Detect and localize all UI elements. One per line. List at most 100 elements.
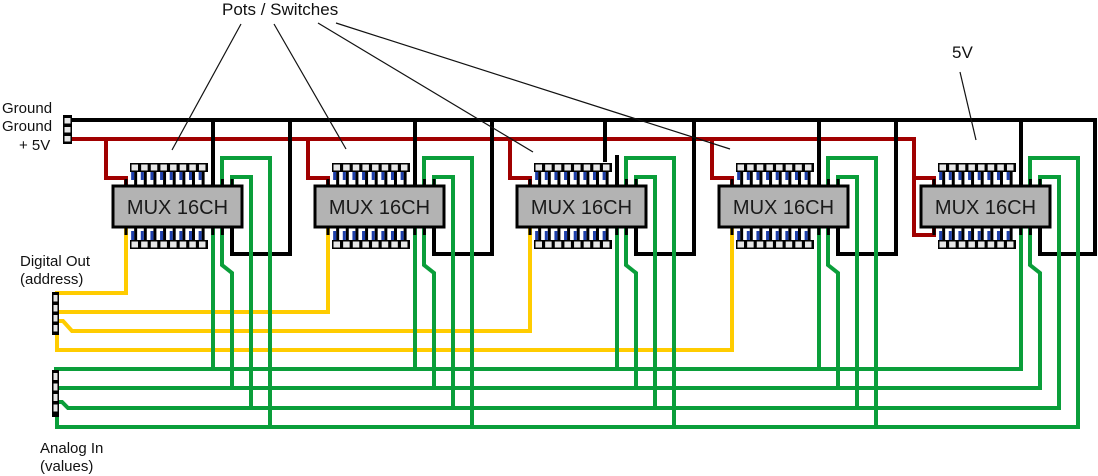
header-strip (130, 240, 208, 249)
pin-header-bottom (736, 240, 814, 249)
pin-link-bottom (766, 231, 770, 240)
pots-leader-3 (317, 22, 534, 153)
pin-link-bottom (602, 231, 606, 240)
chip-pin-bottom (1028, 227, 1032, 235)
header-pad (564, 241, 571, 248)
signal-b-chip-3 (624, 225, 638, 390)
pin-link-bottom (342, 231, 346, 240)
header-strip (736, 240, 814, 249)
chip-pin-top (365, 171, 369, 187)
pin-link-bottom (996, 231, 1000, 240)
pin-link-top (968, 172, 972, 180)
chip-pin-top (836, 179, 840, 187)
chip-pin-top (403, 171, 407, 187)
chip-pin-top (586, 171, 590, 187)
pin-link-top (381, 172, 385, 180)
pin-link-top (150, 172, 154, 180)
chip-pin-bottom (759, 227, 763, 240)
header-pad (131, 241, 138, 248)
pin-link-top (766, 172, 770, 180)
chip-pin-bottom (740, 227, 744, 240)
chip-pin-top (605, 171, 609, 187)
chip-pin-bottom (615, 227, 619, 235)
chip-pin-bottom (336, 227, 340, 240)
pin-link-bottom (737, 231, 741, 240)
pin-link-bottom (400, 231, 404, 240)
pots-leader-2 (273, 23, 347, 150)
chip-pin-bottom (990, 227, 994, 240)
chip-pin-top (374, 171, 378, 187)
five-v-leader (959, 71, 977, 141)
mux-chip: MUX 16CH (717, 163, 850, 249)
chip-pin-top (961, 171, 965, 187)
header-pad (593, 164, 600, 171)
chip-pin-bottom (826, 227, 830, 235)
header-pad (362, 241, 369, 248)
pin-link-bottom (948, 231, 952, 240)
chip-pin-top (615, 179, 619, 187)
header-pad (170, 164, 177, 171)
header-pad (198, 241, 206, 248)
pin-link-bottom (573, 231, 577, 240)
connector-pin (53, 383, 58, 391)
header-pad (179, 164, 187, 171)
signal-d-chip-5 (1028, 156, 1080, 429)
plus-5v-label: + 5V (19, 137, 50, 154)
wires-layer (54, 118, 1097, 429)
header-strip (938, 240, 1016, 249)
chip-pin-top (576, 171, 580, 187)
chip-label: MUX 16CH (733, 197, 834, 219)
chip-pin-bottom (836, 227, 840, 235)
pin-link-top (573, 172, 577, 180)
chip-pin-bottom (345, 227, 349, 240)
header-pad (574, 164, 581, 171)
pin-link-bottom (592, 231, 596, 240)
chip-pin-bottom (547, 227, 551, 240)
chip-pin-bottom (980, 227, 984, 240)
pin-header-bottom (938, 240, 1016, 249)
header-pad (583, 164, 591, 171)
header-pad (381, 241, 389, 248)
digital-out-label: Digital Out (20, 253, 91, 270)
header-pad (939, 164, 946, 171)
ground-loop-chip-4 (836, 118, 898, 256)
chip-pin-top (1038, 179, 1042, 187)
pin-link-top (602, 172, 606, 180)
header-pad (170, 241, 177, 248)
chip-pin-top (1009, 171, 1013, 187)
chip-pin-top (778, 171, 782, 187)
chip-pin-top (355, 171, 359, 187)
chip-pin-bottom (624, 227, 628, 235)
chip-pin-bottom (605, 227, 609, 240)
chip-pin-top (143, 171, 147, 187)
pin-link-top (948, 172, 952, 180)
chip-pin-bottom (143, 227, 147, 240)
pin-link-bottom (968, 231, 972, 240)
header-pad (583, 241, 591, 248)
chip-pin-bottom (365, 227, 369, 240)
chip-pin-top (182, 171, 186, 187)
chip-pin-top (567, 171, 571, 187)
chip-pin-bottom (355, 227, 359, 240)
chip-pin-bottom (730, 227, 734, 235)
analog-line-4 (55, 415, 1080, 429)
header-pad (352, 164, 360, 171)
chip-pin-top (740, 171, 744, 187)
chip-pin-bottom (191, 227, 195, 240)
pin-link-bottom (352, 231, 356, 240)
chip-pin-bottom (1038, 227, 1042, 235)
pin-link-bottom (794, 231, 798, 240)
header-pad (958, 164, 966, 171)
pin-header-bottom (332, 240, 410, 249)
chip-pin-top (211, 179, 215, 187)
pin-link-bottom (362, 231, 366, 240)
header-pad (602, 241, 610, 248)
pin-link-top (342, 172, 346, 180)
header-pad (593, 241, 600, 248)
chip-pin-top (124, 179, 128, 187)
pin-link-top (140, 172, 144, 180)
pin-link-top (794, 172, 798, 180)
chip-pin-bottom (557, 227, 561, 240)
pin-link-top (939, 172, 943, 180)
chip-pin-bottom (769, 227, 773, 240)
